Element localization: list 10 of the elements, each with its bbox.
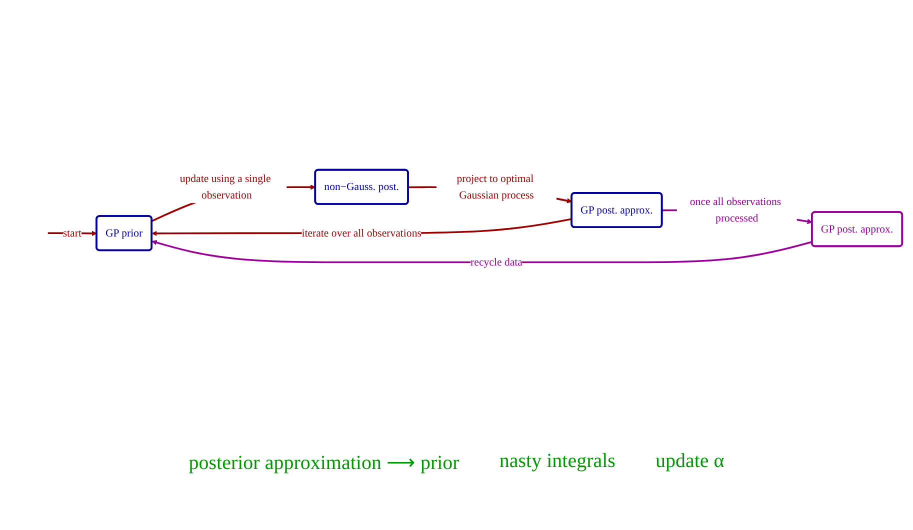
edge-label: recycle data [470, 256, 522, 268]
note-text: nasty integrals [499, 450, 616, 474]
edge-label: update using a single observation [179, 172, 270, 201]
note-text: update α [655, 450, 724, 474]
edge-label: start [62, 226, 81, 239]
arrow [151, 240, 812, 264]
note-text: posterior approximation ⟶ prior [188, 451, 460, 475]
edge-label: project to optimal Gaussian process [456, 172, 534, 201]
edge-label: iterate over all observations [301, 226, 421, 239]
edge-label: once all observations processed [689, 196, 781, 224]
